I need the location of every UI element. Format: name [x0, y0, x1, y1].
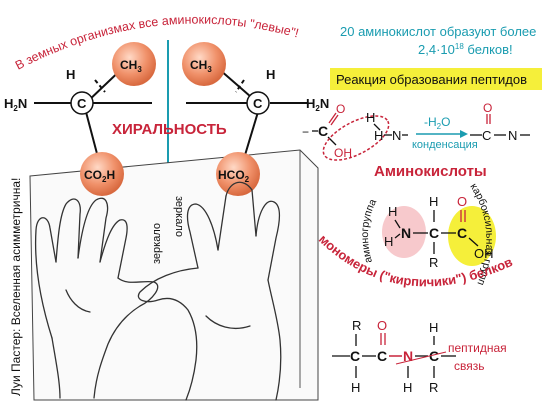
hand-panel [29, 149, 319, 401]
svg-text:N: N [508, 128, 517, 143]
svg-text:N: N [403, 348, 413, 364]
svg-text:OH: OH [474, 246, 494, 261]
h-left: H [66, 67, 75, 82]
svg-text:O: O [336, 102, 345, 116]
ch3-right: CH3 [190, 58, 212, 74]
svg-text:C: C [429, 225, 439, 241]
svg-text:O: O [377, 318, 387, 333]
c-atom-left [70, 91, 94, 115]
chirality-label: ХИРАЛЬНОСТЬ [112, 121, 227, 138]
h-right: H [266, 67, 275, 82]
svg-text:R: R [429, 255, 438, 270]
svg-text:C: C [429, 348, 439, 364]
water-outline [322, 115, 390, 161]
right-hand [137, 181, 282, 401]
svg-text:R: R [429, 380, 438, 395]
condensation-label: конденсация [412, 139, 478, 151]
svg-text:C: C [253, 96, 263, 111]
svg-text:C: C [482, 128, 491, 143]
amino-group-highlight [382, 206, 426, 258]
pasteur-quote: Луи Пастер: Вселенная асимметрична! [9, 178, 23, 396]
svg-text:H: H [429, 194, 438, 209]
peptide-reaction-box [330, 68, 542, 90]
hco2-ball [216, 152, 260, 196]
hco2-label: HCO2 [218, 168, 250, 184]
co2h-ball [80, 152, 124, 196]
peptide-reaction-title: Реакция образования пептидов [336, 72, 527, 87]
co2h-label: CO2H [84, 168, 115, 184]
info-line-2: 2,4·1018 белков! [418, 42, 513, 57]
svg-text:N: N [401, 225, 411, 241]
svg-text:R: R [352, 318, 361, 333]
svg-text:C: C [457, 225, 467, 241]
ch3-ball-left [112, 42, 156, 86]
h2n-left: H2N [4, 96, 27, 113]
info-line-1: 20 аминокислот образуют более [340, 24, 536, 39]
svg-text:H: H [374, 128, 383, 143]
top-arc-text: В земных организмах все аминокислоты "ле… [13, 13, 300, 73]
svg-text:C: C [318, 123, 328, 139]
amino-acids-title: Аминокислоты [374, 163, 487, 180]
svg-text:−: − [302, 125, 309, 139]
peptide-bond-label-1: пептидная [448, 341, 507, 355]
ch3-left: CH3 [120, 58, 142, 74]
peptide-bond-label-2: связь [454, 359, 485, 373]
svg-text:H: H [388, 204, 397, 219]
svg-text:N: N [392, 128, 401, 143]
minus-water: -H2O [424, 115, 450, 131]
h2n-right: H2N [306, 96, 329, 113]
svg-text:H: H [429, 320, 438, 335]
svg-text:C: C [350, 348, 360, 364]
amino-acid-structure: H H N C H R C O OH [384, 194, 494, 270]
mirror-label-reversed: зеркало [173, 196, 185, 237]
mirror-label: зеркало [151, 223, 163, 264]
svg-text:H: H [366, 110, 375, 125]
svg-text:O: O [483, 101, 492, 115]
c-atom-right [246, 91, 270, 115]
reaction-equation: − C O OH H H N -H2O конденсация C O N [302, 101, 530, 161]
svg-text:H: H [384, 234, 393, 249]
svg-text:H: H [403, 380, 412, 395]
svg-text:O: O [457, 194, 467, 209]
svg-text:OH: OH [334, 146, 352, 160]
ch3-ball-right [182, 42, 226, 86]
svg-text:C: C [77, 96, 87, 111]
amino-group-label: аминогруппа [359, 197, 379, 264]
peptide-structure: R C H C O N H C H R [332, 318, 456, 395]
svg-text:C: C [377, 348, 387, 364]
carboxyl-group-highlight [448, 206, 496, 266]
svg-text:H: H [351, 380, 360, 395]
left-hand [35, 197, 159, 399]
